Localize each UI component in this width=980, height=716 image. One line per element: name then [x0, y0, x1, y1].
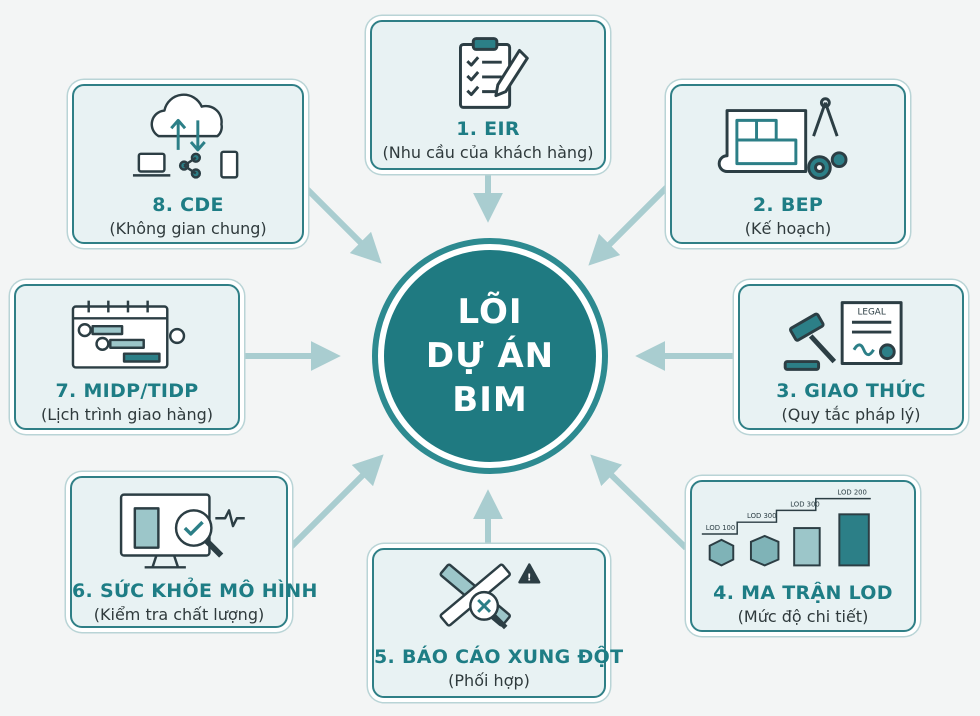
monitor-magnifier-check-icon: [72, 482, 286, 578]
cde-subtitle: (Không gian chung): [109, 219, 267, 238]
node-bep: 2. BEP (Kế hoạch): [670, 84, 906, 244]
arrow-bep: [588, 183, 671, 266]
midp-title: 7. MIDP/TIDP: [55, 380, 199, 402]
giao-thuc-subtitle: (Quy tắc pháp lý): [781, 405, 921, 424]
lod-label-1: LOD 100: [706, 524, 736, 532]
lod-label-2: LOD 300: [747, 512, 777, 520]
arrow-suc-khoe: [287, 454, 384, 551]
clash-pipes-warning-icon: !: [374, 554, 604, 644]
bao-cao-subtitle: (Phối hợp): [448, 671, 530, 690]
gavel-legal-document-icon: LEGAL: [740, 292, 962, 380]
cloud-share-devices-icon: [74, 92, 302, 192]
core-line-1: LÕI: [457, 292, 523, 332]
node-bao-cao: ! 5. BÁO CÁO XUNG ĐỘT (Phối hợp): [372, 548, 624, 698]
node-giao-thuc: LEGAL 3. GIAO THỨC (Quy tắc pháp lý): [738, 284, 964, 430]
eir-title: 1. EIR: [456, 118, 520, 140]
bao-cao-title: 5. BÁO CÁO XUNG ĐỘT: [374, 646, 624, 668]
core-line-3: BIM: [452, 380, 528, 420]
lod-title: 4. MA TRẬN LOD: [713, 582, 893, 604]
calendar-gantt-icon: [16, 292, 238, 380]
arrow-cde: [301, 183, 382, 264]
legal-doc-label: LEGAL: [857, 307, 885, 317]
core-line-2: DỰ ÁN: [425, 336, 555, 376]
node-cde: 8. CDE (Không gian chung): [72, 84, 304, 244]
svg-text:!: !: [527, 572, 531, 583]
clipboard-checklist-icon: [372, 30, 604, 114]
suc-khoe-subtitle: (Kiểm tra chất lượng): [93, 605, 265, 624]
giao-thuc-title: 3. GIAO THỨC: [776, 380, 926, 402]
node-lod: LOD 100 LOD 300 LOD 300 LOD 200 4. MA TR…: [690, 480, 916, 632]
lod-label-4: LOD 200: [837, 489, 867, 497]
lod-stairs-buildings-icon: LOD 100 LOD 300 LOD 300 LOD 200: [692, 484, 914, 580]
lod-subtitle: (Mức độ chi tiết): [737, 607, 869, 626]
bim-core-circle: LÕI DỰ ÁN BIM: [348, 238, 632, 474]
lod-label-3: LOD 300: [790, 500, 820, 508]
bep-title: 2. BEP: [752, 194, 824, 216]
bep-subtitle: (Kế hoạch): [744, 219, 832, 238]
eir-subtitle: (Nhu cầu của khách hàng): [382, 143, 594, 162]
node-midp: 7. MIDP/TIDP (Lịch trình giao hàng): [14, 284, 240, 430]
arrow-lod: [590, 454, 689, 551]
midp-subtitle: (Lịch trình giao hàng): [40, 405, 214, 424]
node-eir: 1. EIR (Nhu cầu của khách hàng): [370, 20, 606, 170]
cde-title: 8. CDE: [152, 194, 224, 216]
blueprint-compass-gear-icon: [672, 92, 904, 192]
core-disc: LÕI DỰ ÁN BIM: [384, 250, 596, 462]
node-suc-khoe: 6. SỨC KHỎE MÔ HÌNH (Kiểm tra chất lượng…: [70, 476, 318, 628]
suc-khoe-title: 6. SỨC KHỎE MÔ HÌNH: [72, 580, 318, 602]
